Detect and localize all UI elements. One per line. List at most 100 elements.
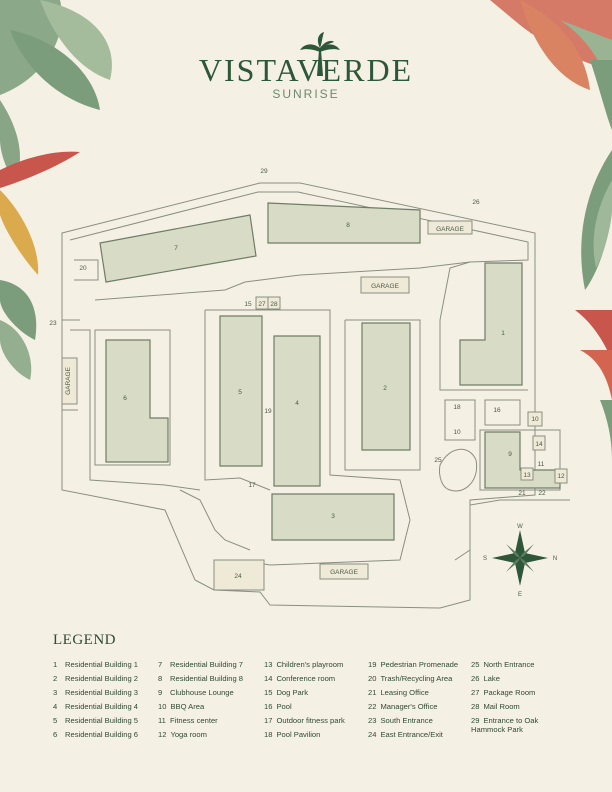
label-16: 16 (493, 407, 501, 414)
label-26: 26 (472, 199, 480, 206)
label-b3: 3 (331, 513, 335, 520)
label-10b: 10 (531, 416, 539, 423)
label-28: 28 (270, 301, 278, 308)
area-13 (520, 467, 534, 481)
label-12: 12 (557, 473, 565, 480)
label-20: 20 (79, 265, 87, 272)
garage-mid-label: GARAGE (371, 283, 399, 290)
compass-rose-icon: W E S N (483, 524, 557, 598)
compass-s: S (483, 556, 487, 562)
label-13: 13 (523, 472, 531, 479)
garage-left (61, 357, 78, 405)
palm-tree-icon (300, 32, 340, 76)
building-6 (105, 339, 169, 463)
garage-bottom-label: GARAGE (330, 569, 358, 576)
label-b5: 5 (238, 389, 242, 396)
label-19: 19 (264, 408, 272, 415)
road-network (61, 182, 570, 609)
residential-buildings (99, 202, 561, 541)
area-12 (554, 468, 568, 484)
compass-e: E (518, 592, 522, 598)
label-22: 22 (538, 490, 546, 497)
building-7 (99, 214, 257, 283)
label-27: 27 (258, 301, 266, 308)
building-5 (219, 315, 263, 467)
area-24 (213, 559, 265, 591)
building-4 (273, 335, 321, 487)
area-14 (532, 435, 546, 451)
compass-w: W (517, 524, 523, 530)
area-10b (527, 411, 543, 427)
label-21: 21 (518, 490, 526, 497)
label-9: 9 (508, 451, 512, 458)
garage-bottom (319, 563, 369, 580)
brand-logo: VISTAVERDE SUNRISE (0, 52, 612, 101)
label-b6: 6 (123, 395, 127, 402)
label-b1: 1 (501, 330, 505, 337)
garages (61, 220, 568, 591)
garage-mid (360, 276, 410, 294)
garage-left-label: GARAGE (65, 366, 72, 394)
tropical-foliage-decoration (0, 0, 612, 460)
legend-title: LEGEND (53, 632, 116, 648)
building-8 (267, 202, 421, 244)
map-labels: GARAGE GARAGE GARAGE GARAGE 1 2 3 4 5 6 … (49, 168, 565, 580)
label-b2: 2 (383, 385, 387, 392)
garage-top (427, 220, 473, 235)
brand-subtitle: SUNRISE (272, 87, 340, 101)
label-11: 11 (538, 461, 545, 468)
label-29: 29 (260, 168, 268, 175)
building-1 (459, 262, 523, 386)
label-23: 23 (49, 320, 57, 327)
label-25: 25 (434, 457, 442, 464)
label-b7: 7 (174, 245, 178, 252)
compass-n: N (553, 556, 557, 562)
garage-top-label: GARAGE (436, 226, 464, 233)
building-2 (361, 322, 411, 451)
label-15: 15 (244, 301, 252, 308)
label-b4: 4 (295, 400, 299, 407)
label-10a: 10 (453, 429, 461, 436)
label-17: 17 (248, 482, 256, 489)
building-3 (271, 493, 395, 541)
brand-title: VISTAVERDE (198, 52, 414, 88)
label-24: 24 (234, 573, 242, 580)
label-18: 18 (453, 404, 461, 411)
label-b8: 8 (346, 222, 350, 229)
